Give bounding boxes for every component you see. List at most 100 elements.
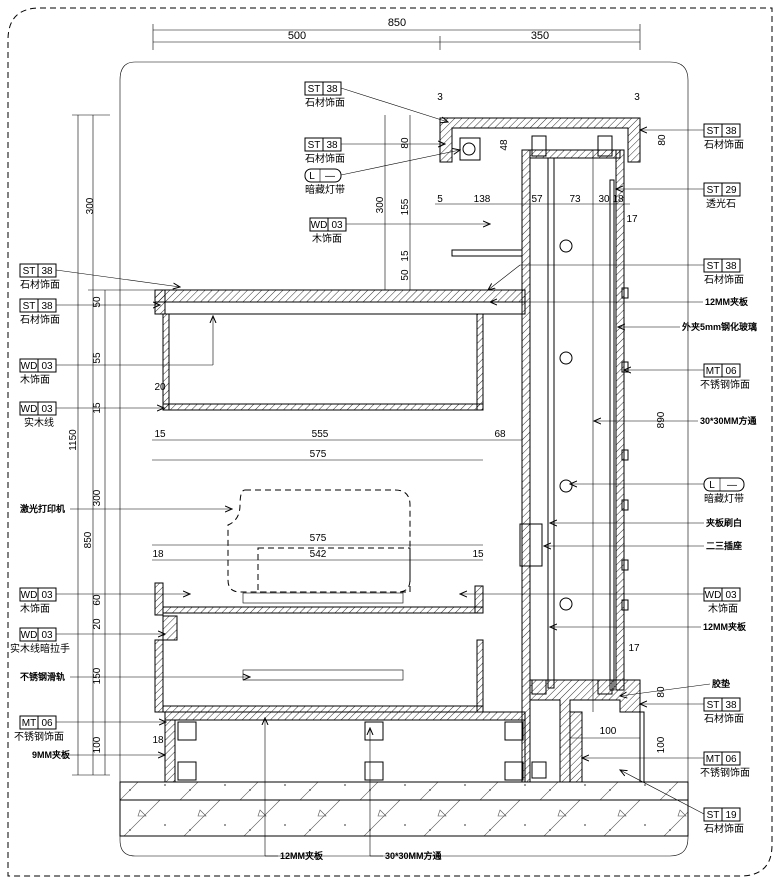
svg-text:29: 29 <box>725 185 737 196</box>
dim-5: 5 <box>437 194 443 205</box>
note-tube30-a: 30*30MM方通 <box>700 415 757 426</box>
dim-542: 542 <box>310 549 327 560</box>
dim-68: 68 <box>494 429 506 440</box>
tag-st38-f: ST 38 石材饰面 <box>19 298 160 326</box>
dim-3-left: 3 <box>437 92 443 103</box>
svg-text:透光石: 透光石 <box>706 197 736 210</box>
svg-text:WD: WD <box>311 220 328 231</box>
svg-text:ST: ST <box>707 185 720 196</box>
svg-text:ST: ST <box>308 84 321 95</box>
tag-l-a: L — 暗藏灯带 <box>304 150 460 196</box>
svg-text:19: 19 <box>725 810 737 821</box>
tag-st38-g: ST 38 石材饰面 <box>640 697 744 725</box>
dim-3-right: 3 <box>634 92 640 103</box>
dim-15-c: 15 <box>472 549 484 560</box>
svg-text:38: 38 <box>41 266 53 277</box>
dim-v50: 50 <box>92 296 103 308</box>
dim-v300-left: 300 <box>85 197 96 214</box>
svg-text:WD: WD <box>21 404 38 415</box>
dim-17-low: 17 <box>628 643 640 654</box>
svg-text:38: 38 <box>326 84 338 95</box>
tag-wd03-c: WD 03 实木线 <box>19 401 164 429</box>
svg-text:L: L <box>709 480 715 491</box>
svg-text:石材饰面: 石材饰面 <box>305 96 345 109</box>
svg-text:ST: ST <box>308 140 321 151</box>
right-tower <box>439 117 645 783</box>
tag-mt06-b: MT 06 不锈钢饰面 <box>14 715 166 743</box>
dim-v15-shelf: 15 <box>400 250 411 262</box>
svg-text:03: 03 <box>41 404 53 415</box>
dim-v850: 850 <box>83 531 94 548</box>
note-ply12-b: 12MM夹板 <box>703 621 747 632</box>
note-ply12-c: 12MM夹板 <box>280 850 324 861</box>
svg-text:ST: ST <box>707 261 720 272</box>
svg-text:不锈钢饰面: 不锈钢饰面 <box>14 730 64 743</box>
tag-st38-d: ST 38 石材饰面 <box>488 258 744 290</box>
note-tube30-b: 30*30MM方通 <box>385 850 442 861</box>
left-cabinet <box>154 289 526 783</box>
svg-text:木饰面: 木饰面 <box>312 232 342 245</box>
dim-20: 20 <box>154 382 166 393</box>
tag-st38-b: ST 38 石材饰面 <box>304 137 445 165</box>
svg-text:03: 03 <box>331 220 343 231</box>
svg-text:木饰面: 木饰面 <box>708 602 738 615</box>
tag-st38-c: ST 38 石材饰面 <box>640 123 744 151</box>
dim-555: 555 <box>312 429 329 440</box>
floor-slab <box>119 781 689 837</box>
dim-left: 500 <box>288 30 306 42</box>
dim-575-a: 575 <box>310 449 327 460</box>
svg-text:WD: WD <box>21 590 38 601</box>
note-rail: 不锈钢滑轨 <box>20 671 65 682</box>
note-laser: 激光打印机 <box>20 503 65 514</box>
dim-v80-low: 80 <box>656 686 667 698</box>
svg-text:03: 03 <box>41 590 53 601</box>
tag-mt06-a: MT 06 不锈钢饰面 <box>624 363 750 391</box>
dim-v80-right: 80 <box>657 134 668 146</box>
tag-wd03-b: WD 03 木饰面 <box>19 316 213 386</box>
svg-text:石材饰面: 石材饰面 <box>20 313 60 326</box>
svg-text:木饰面: 木饰面 <box>20 602 50 615</box>
svg-text:不锈钢饰面: 不锈钢饰面 <box>700 766 750 779</box>
note-socket: 二三插座 <box>706 540 742 551</box>
dim-100-foot: 100 <box>600 726 617 737</box>
dim-57: 57 <box>531 194 543 205</box>
svg-text:06: 06 <box>41 718 53 729</box>
svg-text:石材饰面: 石材饰面 <box>704 712 744 725</box>
svg-text:MT: MT <box>22 718 36 729</box>
svg-text:ST: ST <box>707 700 720 711</box>
dim-v60: 60 <box>92 594 103 606</box>
note-ply9: 9MM夹板 <box>32 749 71 760</box>
svg-text:石材饰面: 石材饰面 <box>704 822 744 835</box>
dim-18-top: 18 <box>612 194 624 205</box>
svg-text:暗藏灯带: 暗藏灯带 <box>305 183 345 196</box>
svg-text:38: 38 <box>725 261 737 272</box>
svg-text:03: 03 <box>725 590 737 601</box>
tag-mt06-c: MT 06 不锈钢饰面 <box>582 751 750 779</box>
svg-text:ST: ST <box>23 301 36 312</box>
dim-total: 850 <box>388 17 406 29</box>
dim-v50-mid: 50 <box>400 269 411 281</box>
dim-v300-low: 300 <box>92 489 103 506</box>
tag-l-b: L — 暗藏灯带 <box>570 477 745 505</box>
svg-text:L: L <box>309 171 315 182</box>
left-dims: 300 1150 850 50 55 15 300 60 20 150 100 <box>68 114 160 776</box>
tag-wd03-f: WD 03 实木线暗拉手 <box>10 627 165 655</box>
dim-575-b: 575 <box>310 533 327 544</box>
svg-text:03: 03 <box>41 361 53 372</box>
dim-30: 30 <box>598 194 610 205</box>
svg-text:MT: MT <box>706 754 720 765</box>
note-ply-white: 夹板刷白 <box>706 517 742 528</box>
dim-18-b: 18 <box>152 549 164 560</box>
dim-v48: 48 <box>499 139 510 151</box>
dim-v100-right: 100 <box>656 736 667 753</box>
dim-v100-left: 100 <box>92 736 103 753</box>
tag-st38-a: ST 38 石材饰面 <box>304 81 448 122</box>
tag-st38-e: ST 38 石材饰面 <box>19 263 180 291</box>
dim-73: 73 <box>569 194 581 205</box>
svg-text:实木线: 实木线 <box>24 416 54 429</box>
svg-text:石材饰面: 石材饰面 <box>20 278 60 291</box>
dim-v155: 155 <box>400 198 411 215</box>
dim-18-c: 18 <box>152 735 164 746</box>
svg-text:MT: MT <box>706 366 720 377</box>
dim-v55: 55 <box>92 352 103 364</box>
